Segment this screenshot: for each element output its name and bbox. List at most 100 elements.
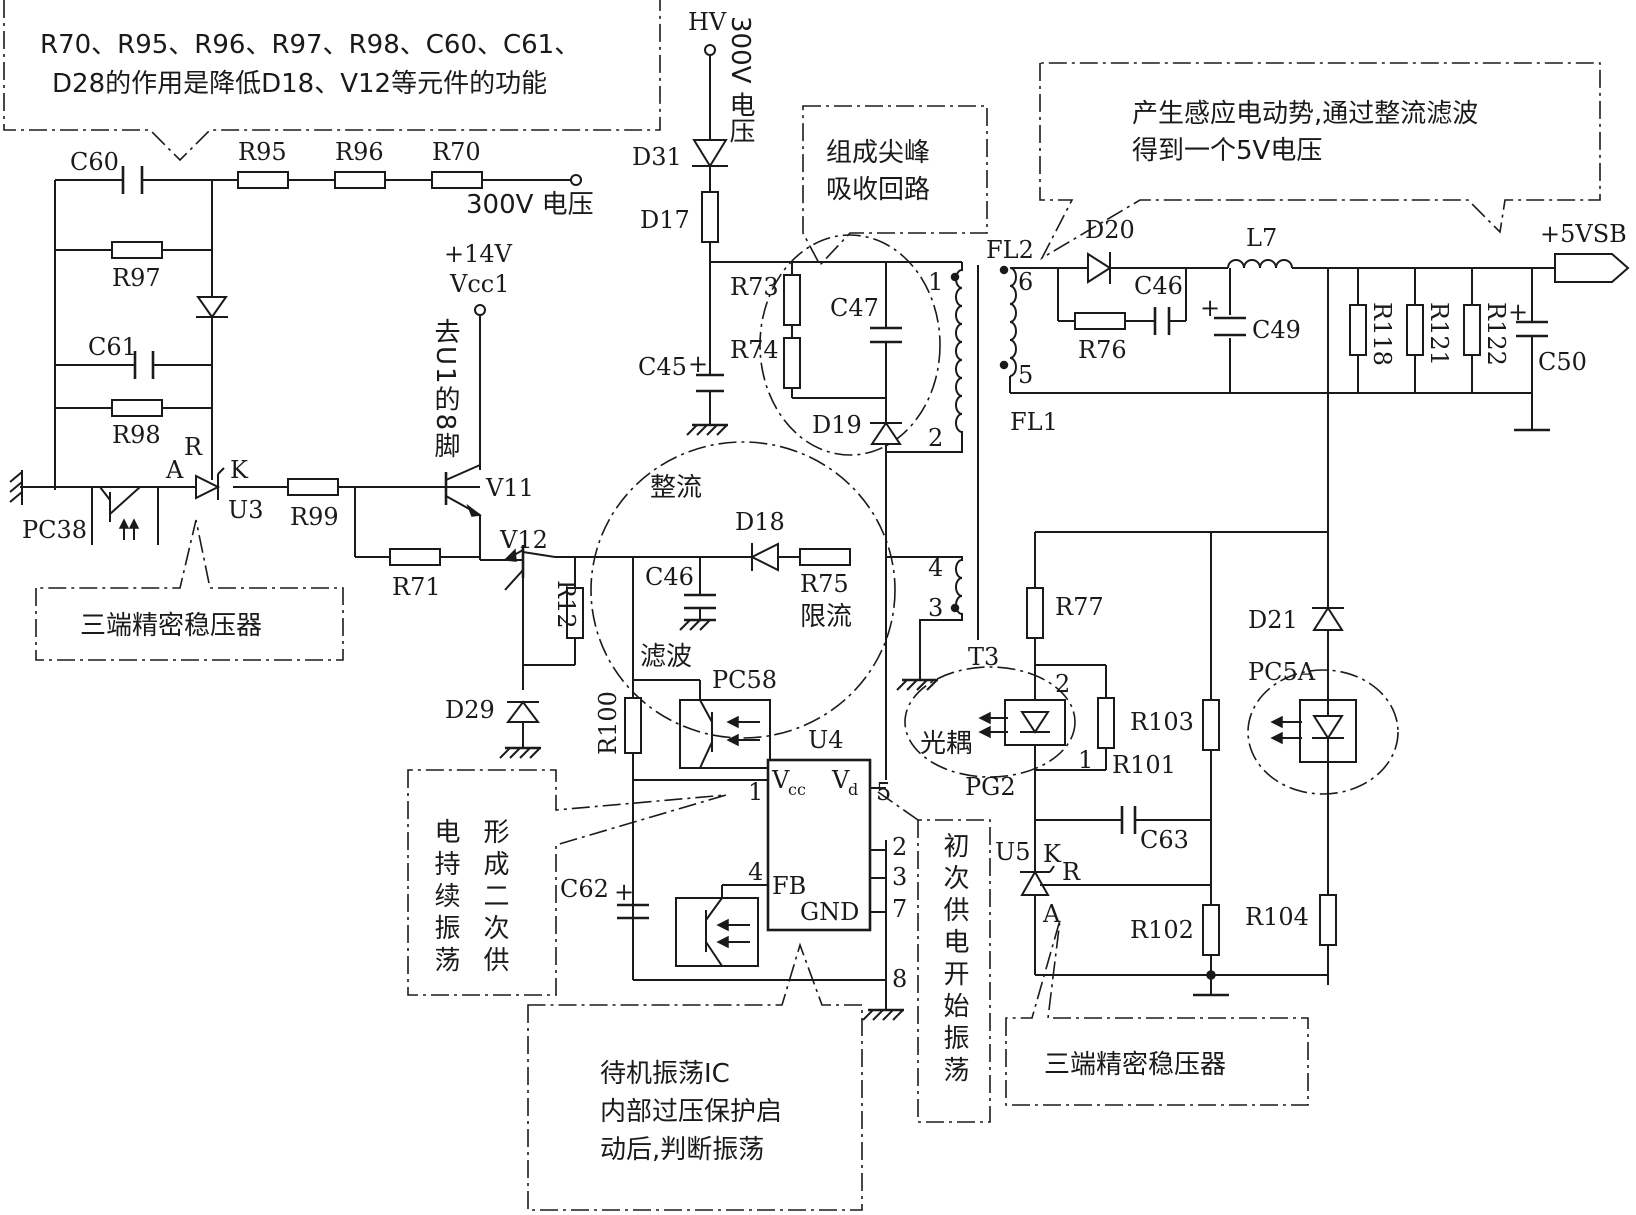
pin-vcc-sub: cc <box>788 780 806 799</box>
label-c46-secondary: C46 <box>1134 272 1183 300</box>
capacitor-c49: + C49 <box>1200 294 1301 344</box>
resistor-r121: R121 <box>1406 268 1453 393</box>
label-d31: D31 <box>632 143 682 171</box>
label-d29: D29 <box>445 696 495 724</box>
rectifier-circle <box>590 441 896 739</box>
resistor-r118: R118 <box>1349 268 1396 393</box>
optocoupler-pc38: PC38 <box>22 486 159 545</box>
pin-label-r-u3: R <box>184 433 203 461</box>
label-r97: R97 <box>112 264 161 292</box>
capacitor-c46-primary: C46 <box>645 557 716 631</box>
pin-u4-7: 7 <box>892 895 907 923</box>
pin-t3-2: 2 <box>928 424 943 452</box>
pin-u4-5: 5 <box>876 778 891 806</box>
label-d20: D20 <box>1085 216 1135 244</box>
pin-u4-3: 3 <box>892 863 907 891</box>
pin-vd: V <box>831 766 850 794</box>
pin-u4-8: 8 <box>892 965 907 993</box>
note-standby-ic-line1: 待机振荡IC <box>600 1059 730 1089</box>
capacitor-c62: C62 + <box>560 875 649 920</box>
label-d19: D19 <box>812 411 862 439</box>
feedback-secondary-wiring <box>1034 531 1329 997</box>
resistor-r73: R73 <box>730 262 801 326</box>
resistor-r74: R74 <box>730 325 886 399</box>
diode-d18: D18 <box>735 508 785 572</box>
label-fl1: FL1 <box>1010 408 1058 436</box>
label-plus5vsb: +5VSB <box>1540 220 1627 248</box>
label-plus14v: +14V <box>444 240 513 268</box>
resistor-r75: R75 <box>799 548 851 598</box>
label-c45: C45 <box>638 353 687 381</box>
label-r76: R76 <box>1078 336 1127 364</box>
note-standby-ic-line3: 动后,判断振荡 <box>600 1135 764 1165</box>
label-r103: R103 <box>1130 708 1194 736</box>
note-filter: 滤波 <box>640 642 692 672</box>
pin-vd-sub: d <box>848 780 858 799</box>
resistor-r71: R71 <box>389 548 441 601</box>
resistor-r104: R104 <box>1245 894 1337 946</box>
label-c50: C50 <box>1538 348 1587 376</box>
label-hv: HV <box>688 8 727 36</box>
pin-u4-4: 4 <box>748 858 763 886</box>
resistor-r96: R96 <box>334 138 386 189</box>
regulator-u3: A R K U3 <box>165 433 264 524</box>
resistor-r12: R12 <box>523 557 584 666</box>
label-r95: R95 <box>238 138 287 166</box>
note-top-left-line2: D28的作用是降低D18、V12等元件的功能 <box>52 69 547 99</box>
pin-label-a-u3: A <box>165 456 184 484</box>
label-r102: R102 <box>1130 916 1194 944</box>
c49-plus: + <box>1200 294 1220 322</box>
note-regulator-left: 三端精密稳压器 <box>80 611 262 641</box>
callout-spike-absorber: 组成尖峰 吸收回路 <box>802 105 988 267</box>
capacitor-c60: C60 <box>70 148 144 194</box>
phototransistor-fb <box>675 884 768 967</box>
resistor-r95: R95 <box>237 138 289 189</box>
label-r122: R122 <box>1482 302 1510 366</box>
label-r101: R101 <box>1112 751 1176 779</box>
optocoupler-pc5a-circle <box>1247 669 1399 795</box>
output-5vsb: +5VSB <box>1540 220 1630 283</box>
label-r100: R100 <box>594 691 622 755</box>
label-r104: R104 <box>1245 903 1309 931</box>
callout-regulator-right: 三端精密稳压器 <box>1005 919 1309 1106</box>
note-to-u1-pin8: 去U1的8脚 <box>430 318 460 460</box>
zener-d29: D29 <box>445 696 541 759</box>
transformer-t3: 1 2 4 3 T3 6 5 FL2 FL1 <box>886 236 1058 691</box>
label-v12: V12 <box>499 526 548 554</box>
label-u5: U5 <box>995 838 1031 866</box>
transistor-v11: V11 <box>444 464 534 523</box>
label-r77: R77 <box>1055 593 1104 621</box>
label-r74: R74 <box>730 336 779 364</box>
note-optocoupler: 光耦 <box>920 729 972 759</box>
resistor-r77: R77 <box>1026 587 1104 639</box>
label-c62: C62 <box>560 875 609 903</box>
label-v11: V11 <box>485 474 534 502</box>
diode-d20: D20 <box>1085 216 1135 284</box>
diode-d31: D31 <box>632 139 728 192</box>
optocoupler-pg2-circle <box>904 666 1076 778</box>
resistor-r103: R103 <box>1130 699 1220 751</box>
label-t3: T3 <box>968 643 999 671</box>
label-r70: R70 <box>432 138 481 166</box>
optocoupler-pc58: PC58 <box>679 666 777 769</box>
label-c47: C47 <box>830 294 879 322</box>
note-rectify: 整流 <box>650 473 702 503</box>
pin-u4-2: 2 <box>892 833 907 861</box>
terminal-300v-input: 300V 电压 <box>466 174 594 220</box>
pin-t3-5: 5 <box>1018 361 1033 389</box>
spike-absorber-circle <box>759 234 941 456</box>
callout-regulator-left: 三端精密稳压器 <box>35 519 344 661</box>
resistor-r76: R76 <box>1058 312 1155 364</box>
label-u4: U4 <box>808 726 844 754</box>
resistor-r102: R102 <box>1130 904 1220 956</box>
label-r73: R73 <box>730 273 779 301</box>
pin-label-k-u3: K <box>230 456 249 484</box>
pin-t3-6: 6 <box>1018 268 1033 296</box>
callout-standby-ic: 待机振荡IC 内部过压保护启 动后,判断振荡 <box>527 942 863 1211</box>
ic-u4: U4 V cc V d FB GND 1 4 5 2 3 7 8 <box>748 726 907 993</box>
pin-pg2-1: 1 <box>1078 746 1093 774</box>
terminal-hv: HV 300V 电压 <box>688 8 755 144</box>
capacitor-c61: C61 <box>88 333 155 379</box>
capacitor-c46-secondary: C46 <box>1134 272 1186 335</box>
note-regulator-right: 三端精密稳压器 <box>1044 1050 1226 1080</box>
